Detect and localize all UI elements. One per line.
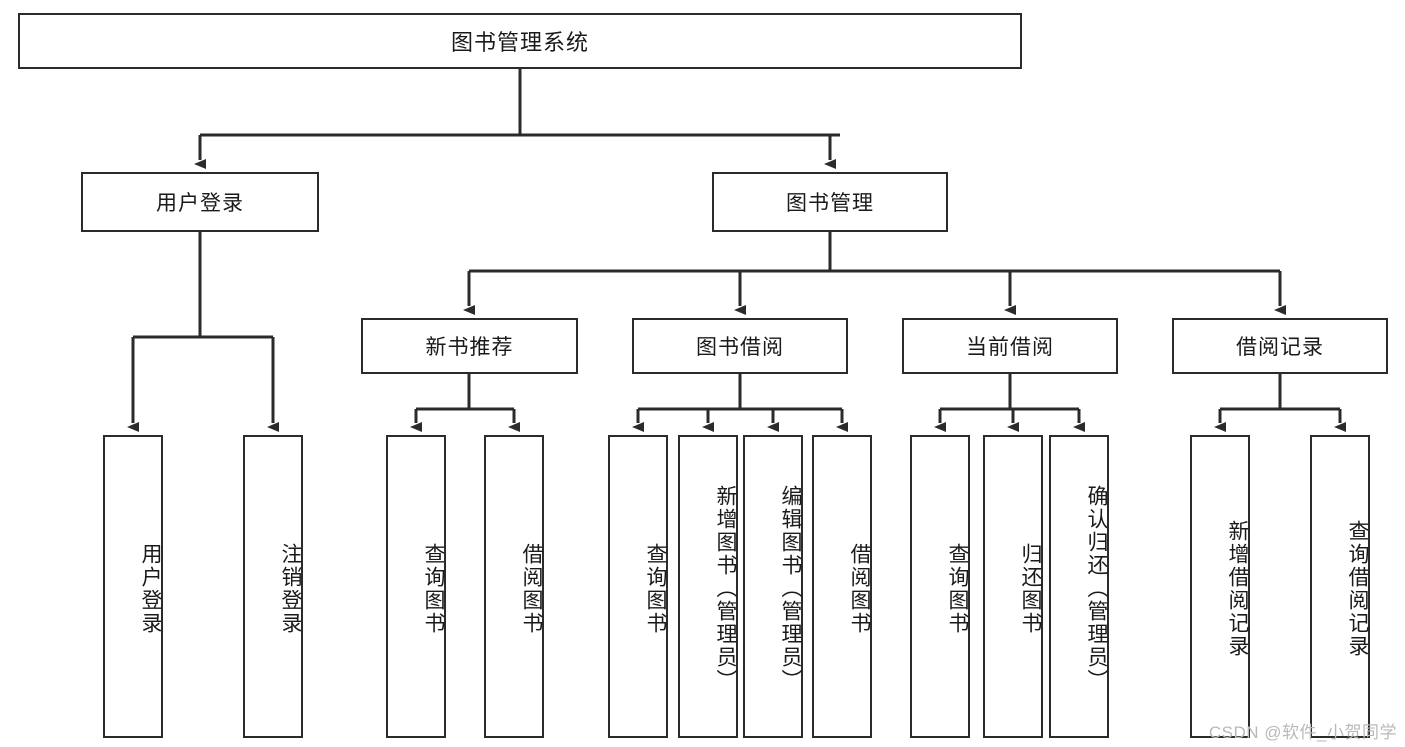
- node-new-book-recommendation-label: 新书推荐: [425, 336, 514, 359]
- node-book-borrowing[interactable]: 图书借阅: [632, 318, 848, 374]
- node-current-borrowing[interactable]: 当前借阅: [902, 318, 1118, 374]
- node-leaf-label: 注销登录: [279, 542, 302, 635]
- node-leaf-label: 新增图书（管理员）: [714, 485, 737, 692]
- node-leaf-query-book[interactable]: 查询图书: [608, 435, 668, 738]
- node-leaf-query-book-current[interactable]: 查询图书: [910, 435, 970, 738]
- node-leaf-logout[interactable]: 注销登录: [243, 435, 303, 738]
- node-leaf-label: 新增借阅记录: [1226, 519, 1249, 658]
- node-leaf-label: 归还图书: [1019, 542, 1042, 635]
- node-leaf-add-borrow-record[interactable]: 新增借阅记录: [1190, 435, 1250, 738]
- node-leaf-edit-book-admin[interactable]: 编辑图书（管理员）: [743, 435, 803, 738]
- node-leaf-label: 编辑图书（管理员）: [779, 485, 802, 692]
- node-leaf-label: 查询图书: [946, 542, 969, 635]
- node-leaf-query-borrow-record[interactable]: 查询借阅记录: [1310, 435, 1370, 738]
- node-leaf-label: 查询图书: [422, 542, 445, 635]
- node-leaf-add-book-admin[interactable]: 新增图书（管理员）: [678, 435, 738, 738]
- node-leaf-borrow-book[interactable]: 借阅图书: [812, 435, 872, 738]
- node-leaf-borrow-book-rec[interactable]: 借阅图书: [484, 435, 544, 738]
- node-leaf-label: 用户登录: [139, 542, 162, 635]
- node-user-login[interactable]: 用户登录: [81, 172, 319, 232]
- node-current-borrowing-label: 当前借阅: [966, 336, 1054, 359]
- node-leaf-return-book[interactable]: 归还图书: [983, 435, 1043, 738]
- node-leaf-label: 查询图书: [644, 542, 667, 635]
- node-borrowing-records-label: 借阅记录: [1236, 336, 1324, 359]
- node-leaf-confirm-return-admin[interactable]: 确认归还（管理员）: [1049, 435, 1109, 738]
- node-book-management-label: 图书管理: [786, 192, 874, 215]
- node-root-label: 图书管理系统: [450, 30, 589, 55]
- node-leaf-query-book-rec[interactable]: 查询图书: [386, 435, 446, 738]
- node-leaf-user-login[interactable]: 用户登录: [103, 435, 163, 738]
- node-book-borrowing-label: 图书借阅: [696, 336, 784, 359]
- watermark-text: CSDN @软件_小贺同学: [1208, 723, 1397, 742]
- node-root-system[interactable]: 图书管理系统: [18, 13, 1022, 69]
- node-borrowing-records[interactable]: 借阅记录: [1172, 318, 1388, 374]
- node-leaf-label: 查询借阅记录: [1346, 519, 1369, 658]
- node-leaf-label: 借阅图书: [520, 542, 543, 635]
- node-leaf-label: 确认归还（管理员）: [1085, 485, 1108, 692]
- node-user-login-label: 用户登录: [156, 192, 244, 215]
- node-new-book-recommendation[interactable]: 新书推荐: [361, 318, 578, 374]
- node-book-management[interactable]: 图书管理: [712, 172, 948, 232]
- node-leaf-label: 借阅图书: [848, 542, 871, 635]
